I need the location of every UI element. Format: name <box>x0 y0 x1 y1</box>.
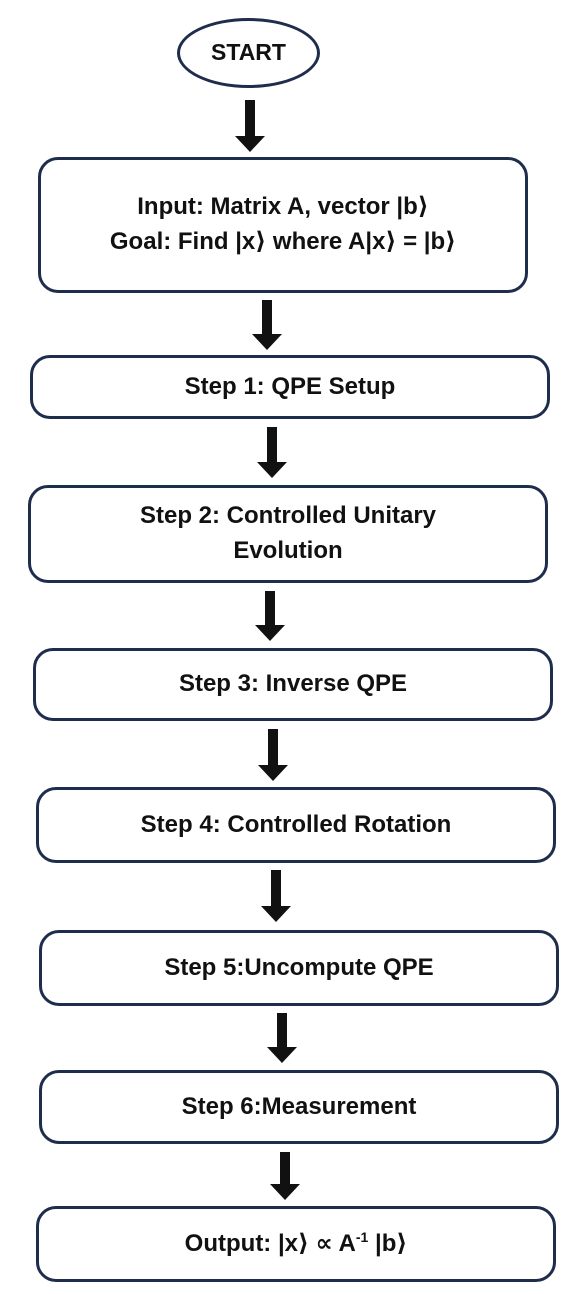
goal-line: Goal: Find |x⟩ where A|x⟩ = |b⟩ <box>109 228 457 255</box>
output-prefix: Output: |x⟩ ∝ A <box>184 1229 356 1257</box>
step-6-node: Step 6:Measurement <box>39 1070 559 1144</box>
arrow-step1-to-step2 <box>257 427 287 478</box>
start-label: START <box>211 39 286 66</box>
step-2-label-line1: Step 2: Controlled Unitary <box>139 502 437 530</box>
output-label: Output: |x⟩ ∝ A-1 |b⟩ <box>185 1227 408 1262</box>
arrow-start-to-input <box>235 100 265 152</box>
step-4-node: Step 4: Controlled Rotation <box>36 787 556 863</box>
step-5-node: Step 5:Uncompute QPE <box>39 930 559 1006</box>
arrow-step3-to-step4 <box>258 729 288 781</box>
step-2-node: Step 2: Controlled Unitary Evolution <box>28 485 548 583</box>
start-node: START <box>177 18 320 88</box>
output-node: Output: |x⟩ ∝ A-1 |b⟩ <box>36 1206 556 1282</box>
step-2-label-line2: Evolution <box>233 537 343 564</box>
step-5-label: Step 5:Uncompute QPE <box>164 953 434 981</box>
input-line: Input: Matrix A, vector |b⟩ <box>137 193 429 221</box>
step-3-node: Step 3: Inverse QPE <box>33 648 553 721</box>
arrow-step4-to-step5 <box>261 870 291 922</box>
input-node: Input: Matrix A, vector |b⟩ Goal: Find |… <box>38 157 528 293</box>
step-6-label: Step 6:Measurement <box>181 1092 417 1120</box>
step-1-node: Step 1: QPE Setup <box>30 355 550 419</box>
arrow-step2-to-step3 <box>255 591 285 641</box>
arrow-step5-to-step6 <box>267 1013 297 1063</box>
step-1-label: Step 1: QPE Setup <box>184 372 396 400</box>
arrow-input-to-step1 <box>252 300 282 350</box>
step-3-label: Step 3: Inverse QPE <box>178 670 408 698</box>
step-4-label: Step 4: Controlled Rotation <box>140 810 452 838</box>
output-suffix: |b⟩ <box>368 1229 408 1257</box>
arrow-step6-to-output <box>270 1152 300 1200</box>
output-exponent: -1 <box>355 1228 369 1245</box>
